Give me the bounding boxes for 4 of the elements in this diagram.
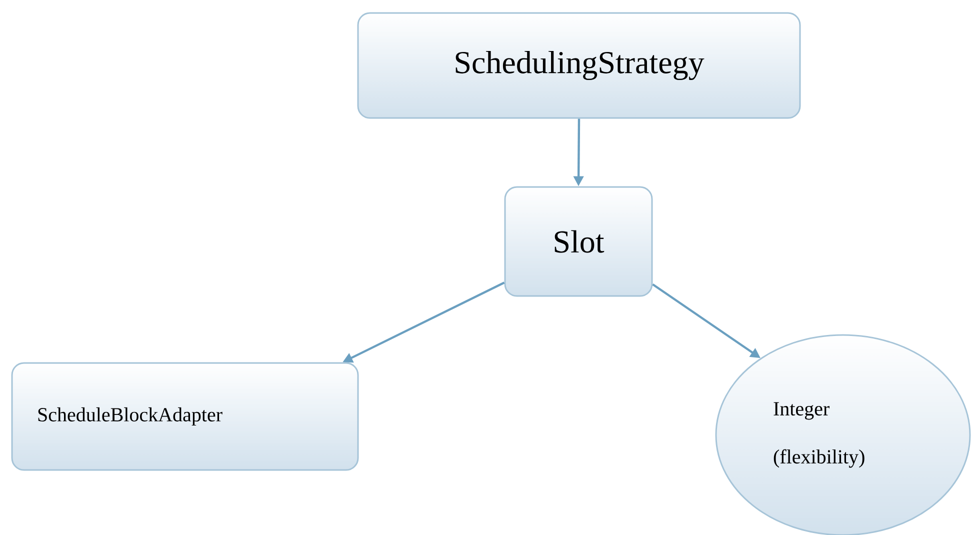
rounded-box: Slot xyxy=(504,186,653,297)
rounded-box: ScheduleBlockAdapter xyxy=(11,362,359,471)
rounded-box: SchedulingStrategy xyxy=(357,12,801,119)
ellipse-node: Integer (flexibility) xyxy=(715,334,971,535)
